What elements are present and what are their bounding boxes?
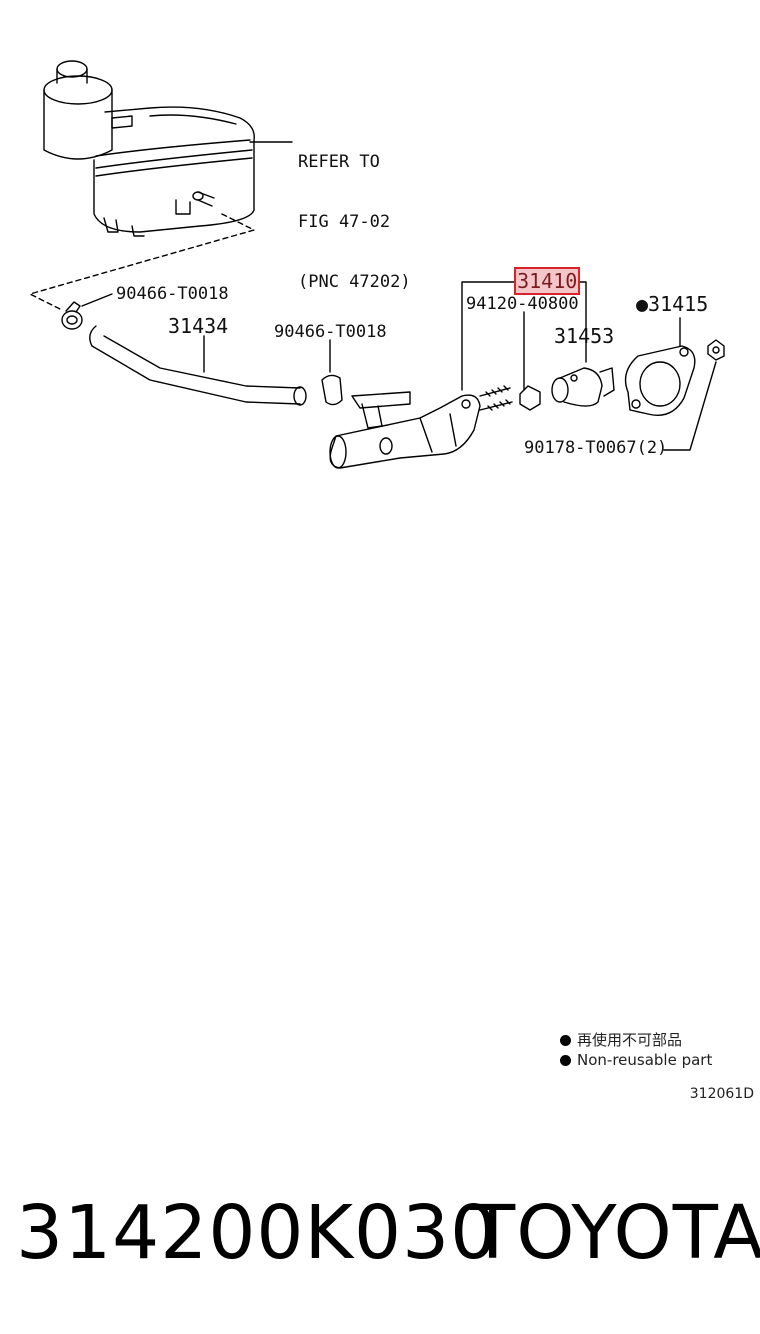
nut-94120 <box>519 311 541 411</box>
dashed-connection <box>29 213 255 311</box>
callout-clamp-left[interactable]: 90466-T0018 <box>116 284 229 304</box>
bullet-icon <box>560 1054 571 1066</box>
callout-bolt[interactable]: 94120-40800 <box>466 294 579 314</box>
refer-note: REFER TO FIG 47-02 (PNC 47202) <box>298 112 411 312</box>
clamp-left <box>61 293 113 330</box>
hose <box>89 325 307 406</box>
callout-gasket[interactable]: ●31415 <box>636 292 709 316</box>
reservoir-tank <box>43 60 255 237</box>
legend: 再使用不可部品 Non-reusable part <box>560 1030 712 1070</box>
refer-note-line-2: FIG 47-02 <box>298 212 391 232</box>
clamp-right <box>321 339 343 406</box>
refer-note-line-1: REFER TO <box>298 152 380 172</box>
brand-name: TOYOTA <box>470 1190 760 1276</box>
callout-boot[interactable]: 31453 <box>554 324 615 348</box>
gasket-31415 <box>624 317 696 416</box>
callout-master-cylinder-text[interactable]: 31410 <box>514 267 581 295</box>
callout-hose[interactable]: 31434 <box>168 314 229 338</box>
part-number: 314200K030 <box>16 1190 499 1276</box>
legend-text-en: Non-reusable part <box>577 1051 713 1069</box>
callout-master-cylinder[interactable]: 31410 <box>490 251 581 295</box>
master-cylinder <box>329 385 513 469</box>
parts-diagram <box>29 60 725 469</box>
boot-31453 <box>551 367 615 407</box>
legend-row-jp: 再使用不可部品 <box>560 1030 712 1050</box>
refer-note-line-3: (PNC 47202) <box>298 272 411 292</box>
legend-row-en: Non-reusable part <box>560 1050 712 1070</box>
legend-text-jp: 再使用不可部品 <box>577 1031 683 1049</box>
callout-clamp-right[interactable]: 90466-T0018 <box>274 322 387 342</box>
nut-90178 <box>663 339 725 451</box>
callout-nut[interactable]: 90178-T0067(2) <box>524 438 668 458</box>
bullet-icon <box>560 1034 571 1046</box>
figure-code: 312061D <box>689 1086 754 1102</box>
